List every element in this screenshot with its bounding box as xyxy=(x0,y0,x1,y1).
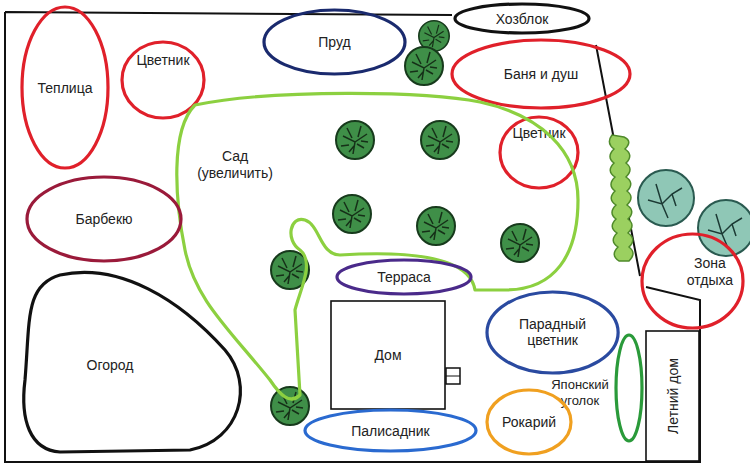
rest-zone-area: Зона отдыха xyxy=(640,232,745,330)
area-outline xyxy=(487,292,618,373)
building-outline xyxy=(331,301,445,409)
front-garden-area: Палисадник xyxy=(303,408,478,453)
bathhouse-area: Баня и душ xyxy=(450,38,632,110)
front-flowerbed-area: Парадный цветник xyxy=(485,290,620,375)
area-label: Цветник xyxy=(136,52,189,69)
area-label: Рокарий xyxy=(502,414,556,431)
area-label: Зона отдыха xyxy=(679,255,741,289)
rockery-area: Рокарий xyxy=(485,388,573,456)
area-outline xyxy=(305,410,476,451)
area-outline xyxy=(24,272,241,452)
area-outline xyxy=(20,265,250,455)
area-outline xyxy=(27,177,181,261)
area-label: Барбекю xyxy=(75,211,132,228)
pond-area: Пруд xyxy=(262,8,407,76)
utility-block-area: Хозблок xyxy=(453,2,591,35)
area-outline xyxy=(22,7,108,168)
area-label: Палисадник xyxy=(351,422,429,439)
house-area: Дом xyxy=(330,300,446,410)
area-label: Терраса xyxy=(377,269,431,286)
area-outline xyxy=(337,260,471,294)
greenhouse-area: Теплица xyxy=(20,5,110,170)
orchard-area: Сад (увеличить) xyxy=(160,80,585,410)
terrace-area: Терраса xyxy=(335,258,473,296)
area-label: Парадный цветник xyxy=(502,316,602,350)
area-outline xyxy=(642,234,743,328)
vegetable-garden-area: Огород xyxy=(20,265,250,455)
area-label: Летний дом xyxy=(664,358,681,434)
japanese-corner-area: Японский уголок xyxy=(548,333,648,443)
area-outline xyxy=(264,10,405,74)
area-label: Дом xyxy=(374,347,401,364)
area-label: Японский уголок xyxy=(547,377,613,408)
area-label: Огород xyxy=(87,357,134,374)
summer-house-area: Летний дом xyxy=(645,330,700,462)
area-outline xyxy=(455,4,589,33)
barbecue-area: Барбекю xyxy=(25,175,183,263)
area-label: Теплица xyxy=(38,79,93,96)
area-outline xyxy=(160,80,585,410)
area-outline xyxy=(616,335,642,441)
area-label: Хозблок xyxy=(496,10,549,27)
area-label: Пруд xyxy=(318,34,350,51)
area-label: Сад (увеличить) xyxy=(188,148,283,182)
area-outline xyxy=(487,390,571,454)
area-outline xyxy=(177,93,578,399)
building-outline xyxy=(646,331,699,461)
area-outline xyxy=(452,40,630,108)
area-label: Баня и душ xyxy=(504,66,578,83)
